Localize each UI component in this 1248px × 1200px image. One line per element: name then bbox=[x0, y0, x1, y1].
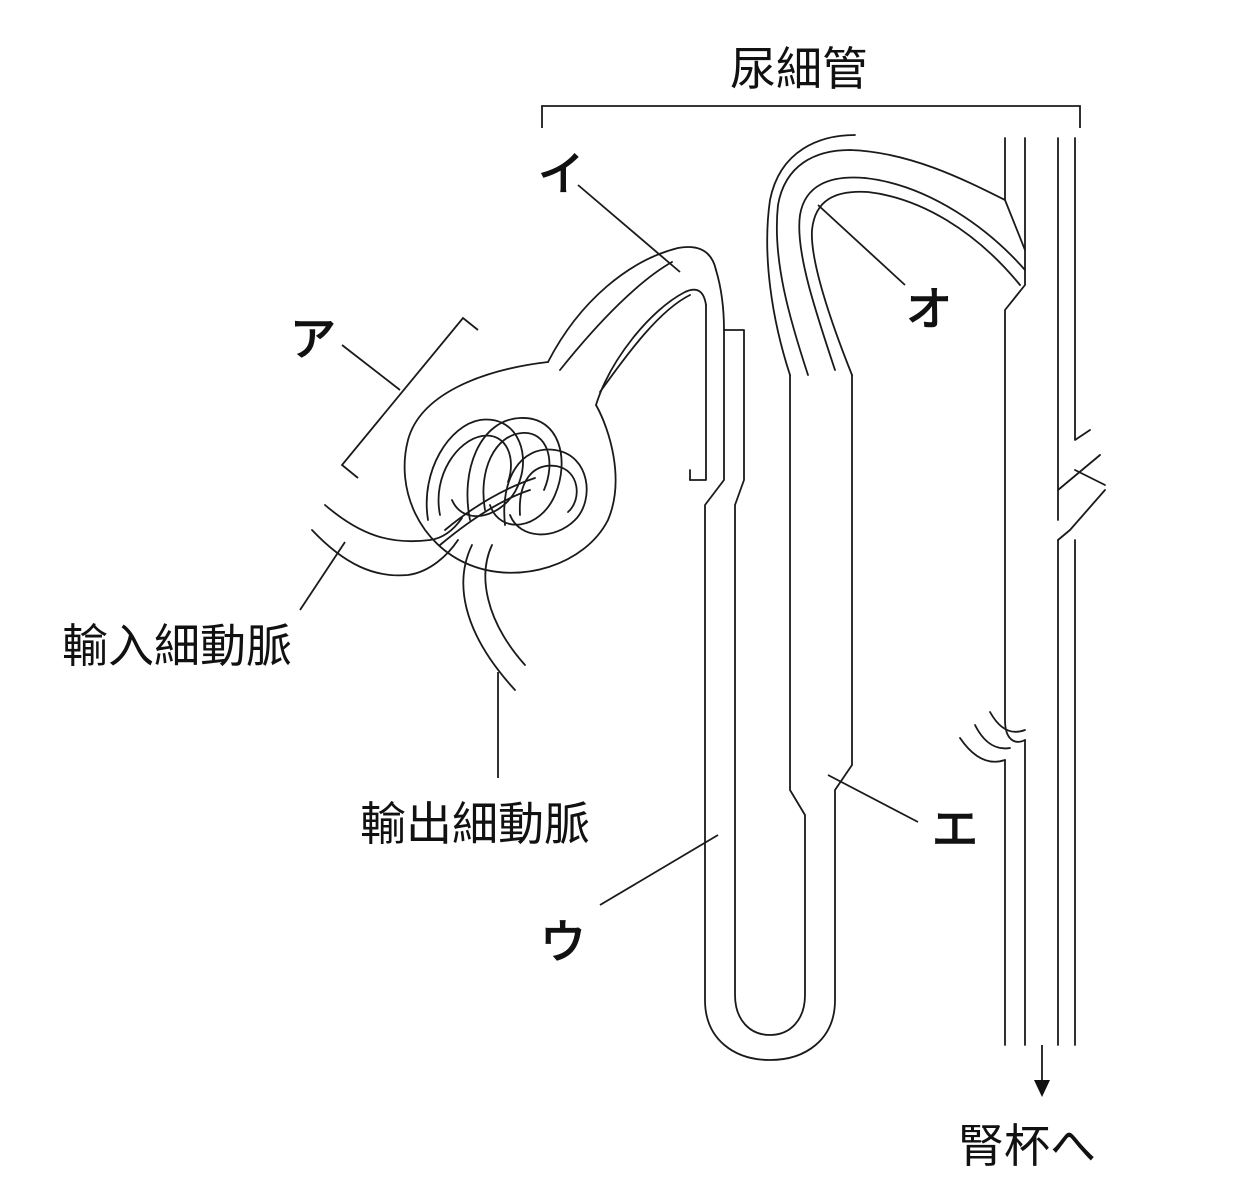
label-o: オ bbox=[906, 282, 952, 336]
leader-lines bbox=[299, 184, 919, 906]
bowmans-capsule bbox=[403, 246, 717, 574]
label-a-bracket bbox=[340, 316, 479, 479]
proximal-and-descending-limb bbox=[689, 269, 853, 1061]
collecting-duct bbox=[959, 137, 1106, 1046]
efferent-arteriole bbox=[462, 544, 526, 691]
label-e: エ bbox=[932, 802, 978, 856]
afferent-arteriole bbox=[311, 504, 463, 577]
label-u: ウ bbox=[540, 915, 586, 969]
label-i: イ bbox=[538, 147, 584, 201]
afferent-arteriole-label: 輸入細動脈 bbox=[62, 619, 292, 673]
efferent-arteriole-label: 輸出細動脈 bbox=[360, 797, 590, 851]
down-arrow-icon bbox=[1034, 1045, 1050, 1097]
tubule-bracket bbox=[541, 105, 1081, 128]
glomerulus bbox=[425, 417, 588, 546]
calyx-label: 腎杯へ bbox=[958, 1119, 1096, 1173]
label-a: ア bbox=[290, 312, 336, 366]
ascending-and-distal-tubule bbox=[766, 134, 1026, 376]
title-label: 尿細管 bbox=[730, 42, 868, 96]
